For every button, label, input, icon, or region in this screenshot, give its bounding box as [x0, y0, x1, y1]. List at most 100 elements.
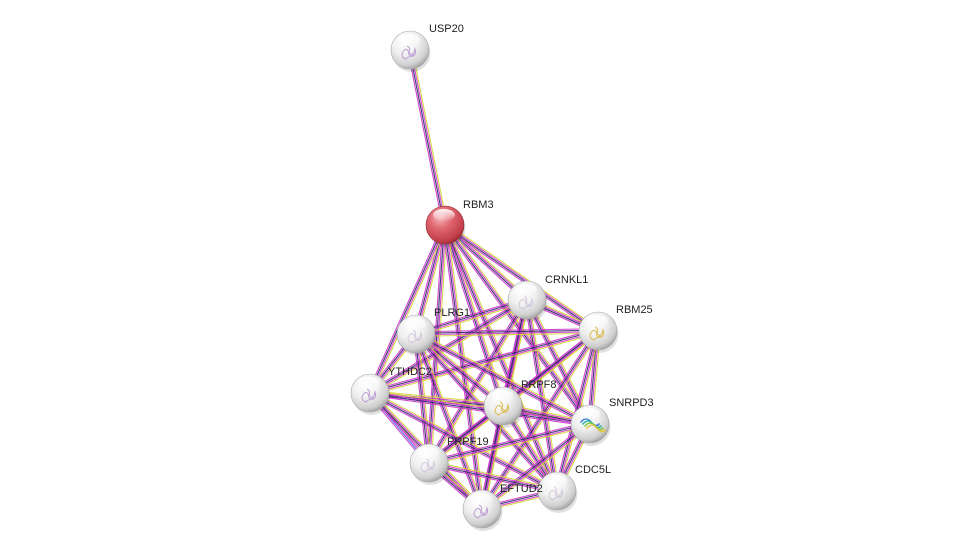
edge-strand: [369, 329, 598, 393]
edge-ythdc2-snrpd3[interactable]: [369, 390, 591, 427]
sphere-gloss: [398, 34, 420, 46]
node-cdc5l[interactable]: CDC5L: [537, 464, 611, 513]
edge-strand: [429, 300, 529, 464]
edge-strand: [368, 224, 445, 393]
node-rbm3[interactable]: RBM3: [425, 199, 494, 247]
node-label-crnkl1: CRNKL1: [545, 274, 588, 286]
edge-snrpd3-prpf19[interactable]: [428, 421, 591, 466]
edge-plrg1-snrpd3[interactable]: [414, 331, 592, 427]
protein-structure-faint-icon: [407, 329, 423, 344]
edge-strand: [429, 461, 558, 491]
edge-strand: [445, 224, 592, 424]
edge-strand: [443, 225, 590, 425]
edge-strand: [370, 390, 591, 423]
edge-strand: [369, 328, 598, 392]
edge-strand: [427, 299, 527, 463]
node-label-eftud2: EFTUD2: [500, 483, 543, 495]
sphere-gloss: [358, 377, 380, 389]
node-label-usp20: USP20: [429, 23, 464, 35]
sphere-gloss: [404, 318, 426, 330]
edge-plrg1-eftud2[interactable]: [413, 333, 485, 510]
edge-snrpd3-eftud2[interactable]: [480, 421, 592, 512]
edge-strand: [417, 333, 485, 509]
node-crnkl1[interactable]: CRNKL1: [507, 274, 588, 322]
node-usp20[interactable]: USP20: [390, 23, 464, 72]
edge-strand: [415, 334, 590, 426]
edge-strand: [370, 391, 558, 491]
edge-strand: [370, 391, 591, 424]
edge-strand: [370, 225, 447, 394]
protein-structure-faint-icon: [548, 486, 564, 501]
edge-strand: [442, 226, 589, 426]
protein-structure-purple-icon: [401, 45, 417, 60]
protein-structure-purple-icon: [361, 388, 377, 403]
edge-strand: [370, 300, 528, 395]
edge-rbm25-ythdc2[interactable]: [369, 328, 599, 396]
edge-crnkl1-plrg1[interactable]: [415, 297, 528, 337]
edge-strand: [444, 225, 598, 333]
edge-strand: [480, 421, 589, 508]
edge-strand: [416, 300, 528, 336]
sphere-gloss: [417, 447, 439, 459]
edge-strand: [445, 222, 600, 330]
protein-structure-yellow-icon: [494, 401, 510, 416]
edge-strand: [369, 298, 527, 393]
node-label-plrg1: PLRG1: [434, 307, 470, 319]
sphere-gloss: [586, 315, 608, 327]
edge-usp20-rbm3[interactable]: [407, 49, 448, 226]
node-plrg1[interactable]: PLRG1: [396, 307, 470, 356]
edge-strand: [481, 422, 590, 509]
edge-strand: [525, 300, 557, 492]
edge-strand: [370, 390, 504, 405]
edge-strand: [414, 334, 482, 510]
edge-strand: [415, 298, 527, 334]
edge-rbm25-plrg1[interactable]: [415, 328, 599, 337]
node-rbm25[interactable]: RBM25: [578, 304, 653, 353]
edge-strand: [411, 49, 448, 225]
edge-strand: [414, 335, 590, 427]
edge-prpf19-cdc5l[interactable]: [428, 460, 558, 494]
sphere-gloss: [491, 390, 513, 402]
protein-structure-faint-icon: [518, 295, 534, 310]
sphere-gloss: [578, 408, 600, 420]
protein-structure-yellow-icon: [589, 326, 605, 341]
node-label-prpf19: PRPF19: [447, 436, 489, 448]
node-label-snrpd3: SNRPD3: [609, 397, 654, 409]
edge-rbm3-ythdc2[interactable]: [367, 223, 448, 395]
edge-strand: [445, 223, 599, 331]
edge-strand: [416, 332, 599, 337]
edge-strand: [554, 330, 597, 491]
node-prpf19[interactable]: PRPF19: [409, 436, 489, 485]
edge-strand: [371, 225, 448, 395]
sphere-gloss: [470, 493, 492, 505]
protein-structure-purple-icon: [473, 504, 489, 519]
edge-strand: [370, 391, 504, 406]
node-eftud2[interactable]: EFTUD2: [462, 483, 543, 531]
edge-strand: [415, 329, 598, 334]
edge-strand: [416, 331, 592, 423]
edge-strand: [428, 421, 590, 462]
node-prpf8[interactable]: PRPF8: [483, 379, 556, 428]
node-snrpd3[interactable]: SNRPD3: [570, 397, 654, 446]
protein-structure-rainbow-icon: [580, 418, 606, 433]
node-label-ythdc2: YTHDC2: [388, 366, 432, 378]
node-label-prpf8: PRPF8: [521, 379, 556, 391]
edge-strand: [407, 50, 444, 226]
edge-strand: [410, 49, 447, 225]
edge-strand: [428, 464, 557, 494]
edge-strand: [429, 424, 591, 465]
edge-strand: [428, 422, 590, 463]
node-ythdc2[interactable]: YTHDC2: [350, 366, 432, 415]
node-label-rbm3: RBM3: [463, 199, 494, 211]
edge-rbm3-rbm25[interactable]: [443, 222, 600, 334]
node-label-rbm25: RBM25: [616, 304, 653, 316]
sphere-gloss: [433, 209, 455, 221]
edge-strand: [413, 334, 481, 510]
protein-structure-faint-icon: [420, 458, 436, 473]
edge-strand: [415, 297, 527, 333]
edge-strand: [416, 333, 484, 509]
node-label-cdc5l: CDC5L: [575, 464, 611, 476]
edge-strand: [443, 226, 598, 334]
edge-strand: [430, 300, 530, 465]
